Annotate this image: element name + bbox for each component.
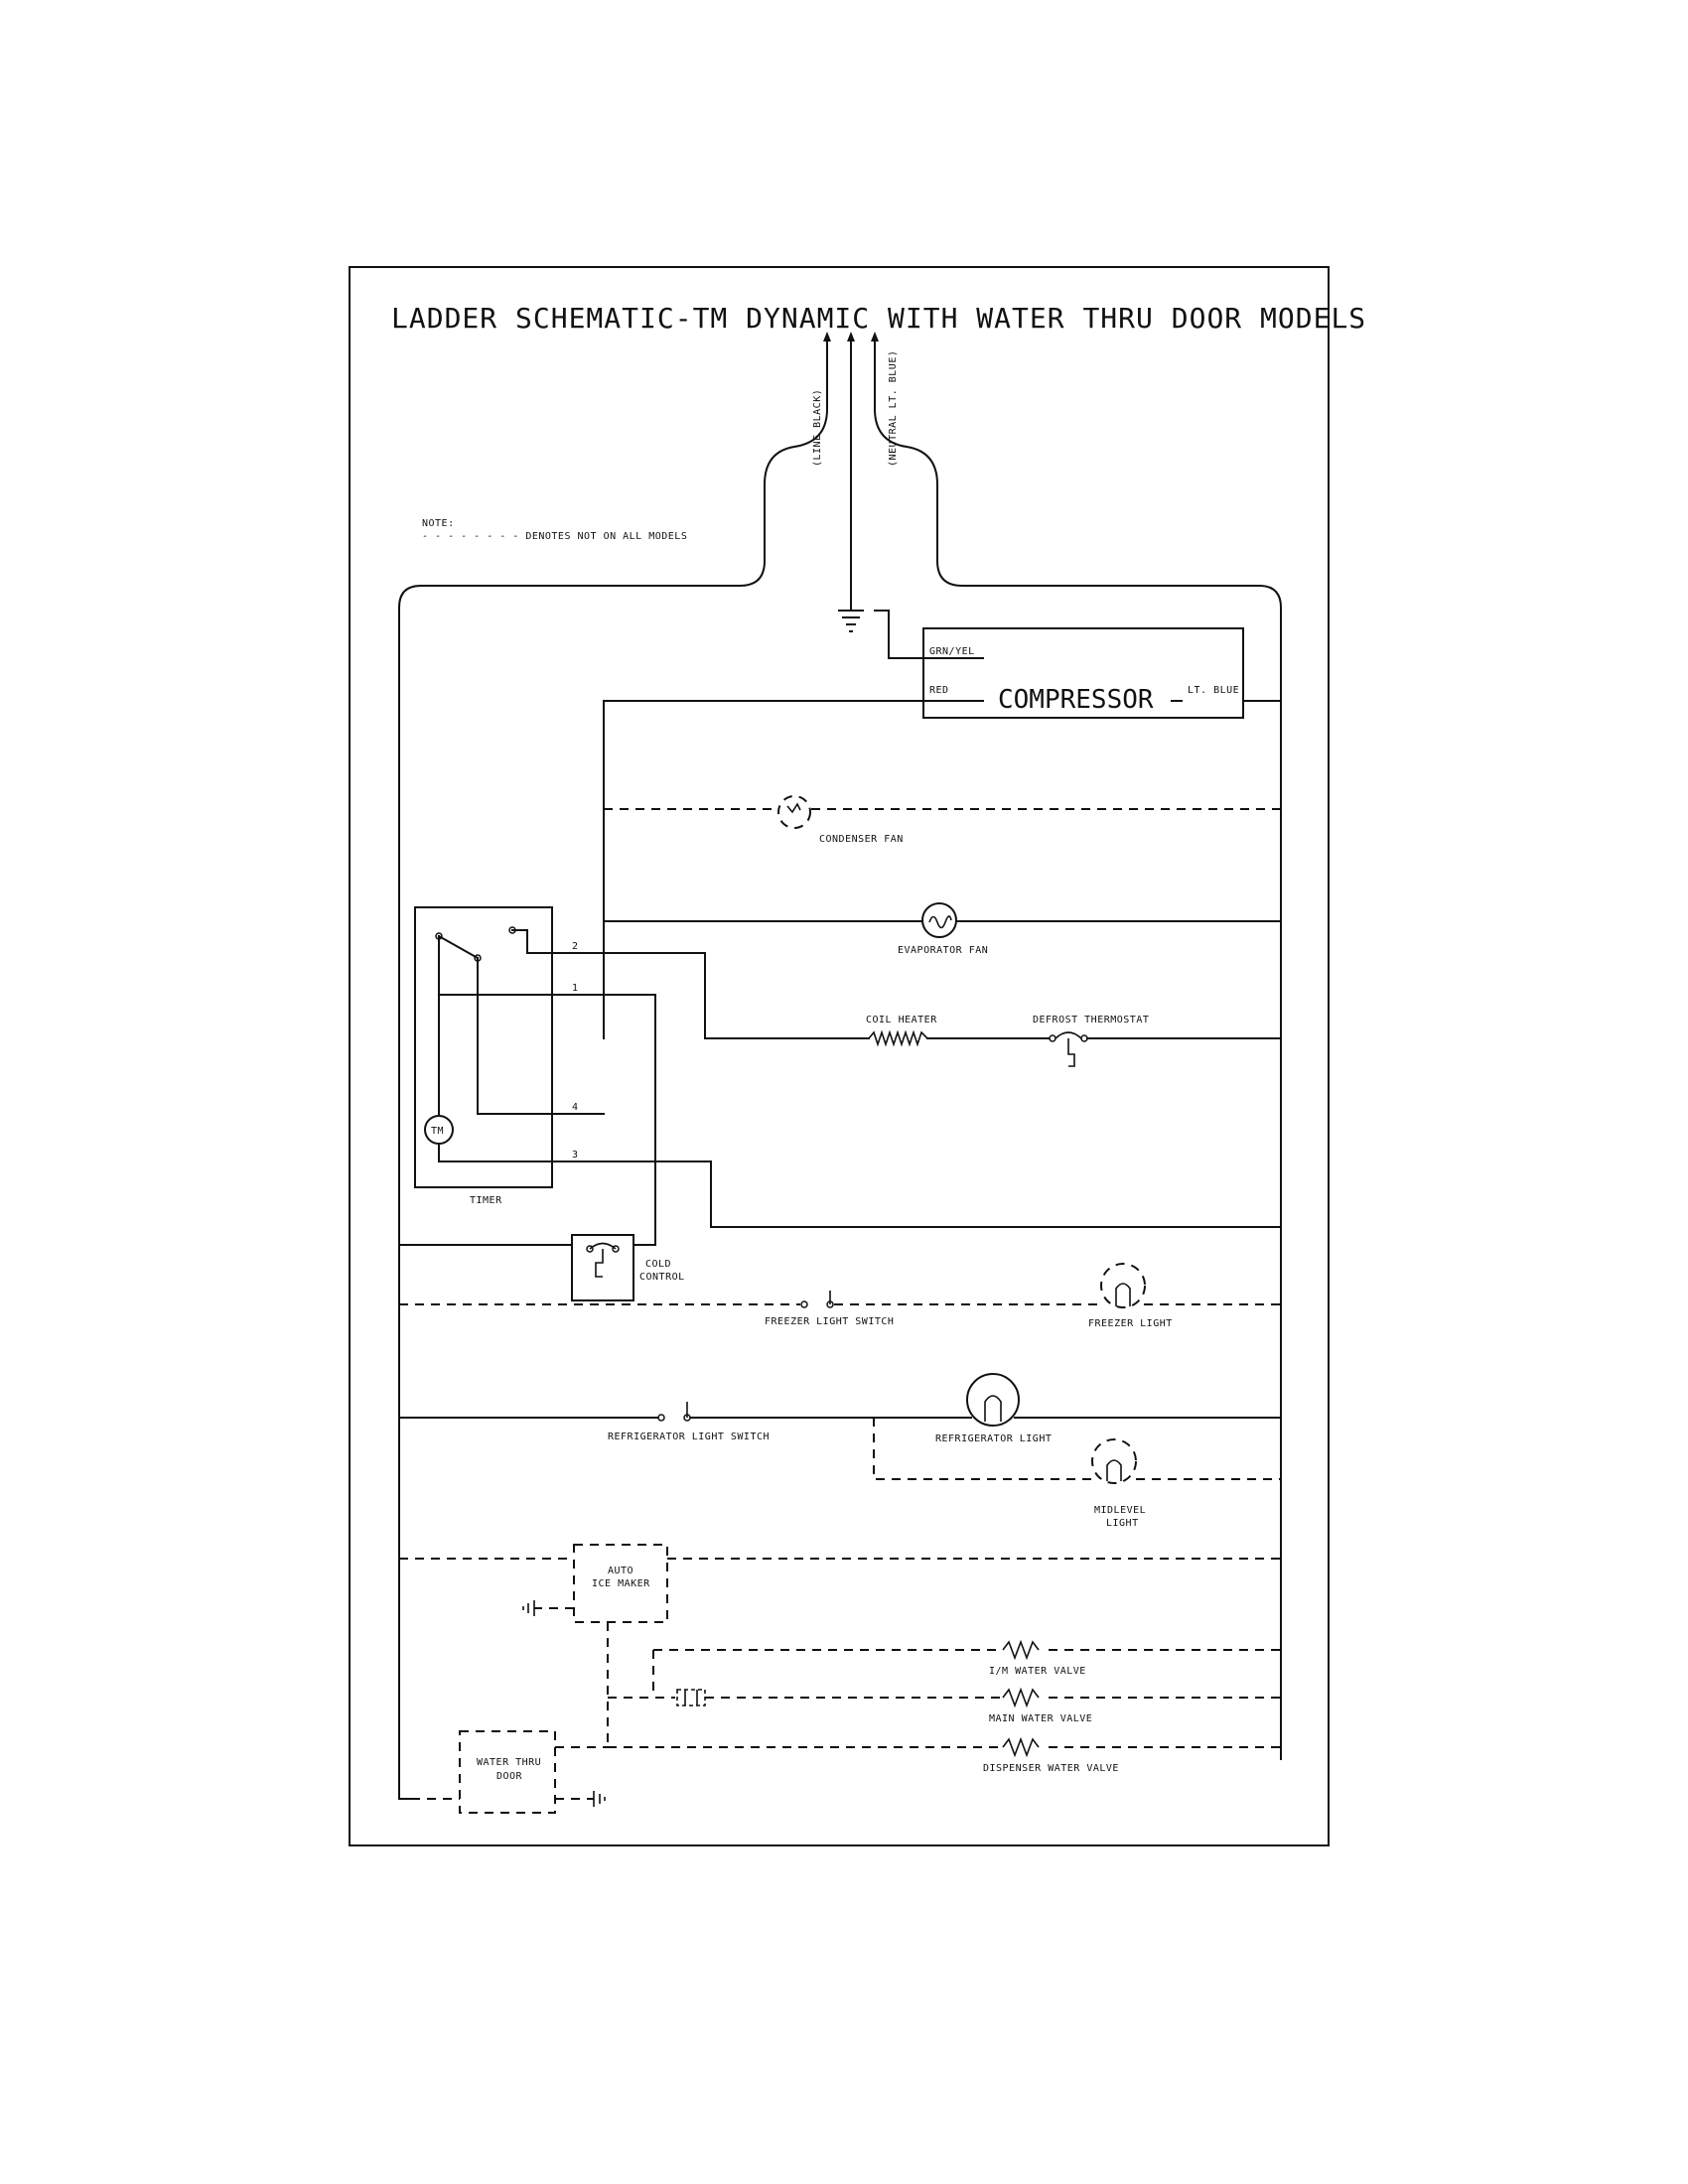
im-water-valve-label: I/M WATER VALVE bbox=[989, 1666, 1086, 1677]
terminal-2: 2 bbox=[572, 941, 579, 952]
freezer-light-label: FREEZER LIGHT bbox=[1088, 1318, 1173, 1329]
evaporator-fan-label: EVAPORATOR FAN bbox=[898, 945, 988, 956]
wire-red-label: RED bbox=[929, 685, 949, 696]
ice-maker-label-2: ICE MAKER bbox=[592, 1578, 650, 1589]
dispenser-water-valve-label: DISPENSER WATER VALVE bbox=[983, 1763, 1119, 1774]
refrigerator-light-switch-label: REFRIGERATOR LIGHT SWITCH bbox=[608, 1432, 770, 1442]
wire-grn-yel-label: GRN/YEL bbox=[929, 646, 975, 657]
compressor-label: COMPRESSOR bbox=[998, 685, 1154, 715]
compressor: COMPRESSOR GRN/YEL RED LT. BLUE bbox=[874, 610, 1282, 719]
supply-wires: (LINE BLACK) (NEUTRAL LT. BLUE) bbox=[398, 332, 1282, 1800]
refrigerator-light-rung: REFRIGERATOR LIGHT SWITCH REFRIGERATOR L… bbox=[398, 1373, 1282, 1444]
defrost-rung: COIL HEATER DEFROST THERMOSTAT bbox=[866, 1015, 1282, 1067]
ice-maker-rung: AUTO ICE MAKER bbox=[399, 1544, 1281, 1747]
timer-motor-label: TM bbox=[431, 1126, 444, 1137]
ground-symbol bbox=[838, 610, 864, 632]
terminal-3: 3 bbox=[572, 1150, 579, 1160]
cold-control: COLD CONTROL bbox=[398, 1160, 685, 1301]
water-thru-door: WATER THRU DOOR bbox=[411, 1730, 608, 1814]
freezer-light-switch-label: FREEZER LIGHT SWITCH bbox=[765, 1316, 894, 1327]
midlevel-light: MIDLEVEL LIGHT bbox=[873, 1418, 1281, 1529]
line-wire-label: (LINE BLACK) bbox=[812, 389, 823, 467]
water-thru-door-label-1: WATER THRU bbox=[477, 1757, 541, 1768]
wire-lt-blue-label: LT. BLUE bbox=[1188, 685, 1239, 696]
diagram-title: LADDER SCHEMATIC-TM DYNAMIC WITH WATER T… bbox=[391, 302, 1366, 335]
water-thru-door-label-2: DOOR bbox=[496, 1771, 523, 1782]
evaporator-fan-rung: EVAPORATOR FAN bbox=[603, 902, 1282, 956]
water-valves: I/M WATER VALVE MAIN WATER VALVE DISPENS… bbox=[608, 1639, 1281, 1774]
coil-heater-label: COIL HEATER bbox=[866, 1015, 937, 1025]
freezer-light-rung: FREEZER LIGHT SWITCH FREEZER LIGHT bbox=[399, 1263, 1281, 1329]
cold-control-label-2: CONTROL bbox=[639, 1272, 685, 1283]
condenser-fan-label: CONDENSER FAN bbox=[819, 834, 904, 845]
terminal-1: 1 bbox=[572, 983, 579, 994]
note-text: - - - - - - - - DENOTES NOT ON ALL MODEL… bbox=[422, 531, 687, 542]
neutral-wire-label: (NEUTRAL LT. BLUE) bbox=[888, 350, 899, 467]
timer-label: TIMER bbox=[470, 1195, 502, 1206]
midlevel-light-label-2: LIGHT bbox=[1106, 1518, 1139, 1529]
refrigerator-light-label: REFRIGERATOR LIGHT bbox=[935, 1433, 1052, 1444]
ice-maker-label-1: AUTO bbox=[608, 1566, 633, 1576]
main-water-valve-label: MAIN WATER VALVE bbox=[989, 1713, 1092, 1724]
note-heading: NOTE: bbox=[422, 518, 455, 529]
condenser-fan-rung: CONDENSER FAN bbox=[604, 795, 1281, 845]
cold-control-label-1: COLD bbox=[645, 1259, 671, 1270]
diagram-frame bbox=[349, 266, 1330, 1846]
timer: TIMER TM bbox=[414, 906, 605, 1206]
terminal-4: 4 bbox=[572, 1102, 579, 1113]
defrost-thermostat-label: DEFROST THERMOSTAT bbox=[1033, 1015, 1149, 1025]
midlevel-light-label-1: MIDLEVEL bbox=[1094, 1505, 1146, 1516]
